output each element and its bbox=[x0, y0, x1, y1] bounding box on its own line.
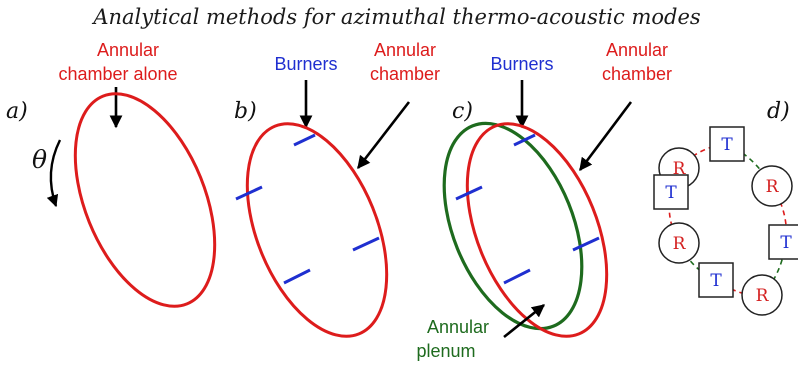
network-node-circle bbox=[751, 165, 793, 207]
annular-plenum-label-line1: Annular bbox=[427, 317, 489, 337]
burner-line bbox=[455, 185, 483, 201]
annular-chamber-ring-b bbox=[245, 122, 389, 338]
network-node-label: T bbox=[721, 135, 733, 155]
annular-chamber-ring-c bbox=[465, 122, 609, 338]
network-node-label: R bbox=[756, 286, 770, 306]
annular-chamber-label-c-line1: Annular bbox=[606, 40, 668, 60]
theta-direction-arrow bbox=[46, 139, 62, 208]
burners-c bbox=[455, 133, 600, 285]
panel-d-letter: d) bbox=[767, 99, 790, 124]
network-node-circle bbox=[658, 222, 700, 264]
burner-line bbox=[235, 185, 263, 201]
annular-plenum-ring bbox=[442, 121, 584, 331]
network-connector bbox=[771, 185, 788, 243]
burners-label-b: Burners bbox=[274, 54, 337, 74]
network-node-label: T bbox=[665, 183, 677, 203]
annular-chamber-label-c-line2: chamber bbox=[602, 64, 672, 84]
annular-plenum-label-line2: plenum bbox=[416, 341, 475, 361]
burner-line bbox=[283, 268, 311, 285]
annular-chamber-label-b-line2: chamber bbox=[370, 64, 440, 84]
annular-chamber-alone-label-line1: Annular bbox=[97, 40, 159, 60]
network-node-label: T bbox=[780, 233, 792, 253]
annular-chamber-alone-label-line2: chamber alone bbox=[58, 64, 177, 84]
network-node-label: R bbox=[766, 177, 780, 197]
network-node-circle bbox=[741, 274, 783, 316]
network-node-square bbox=[709, 126, 745, 162]
network-node-square bbox=[653, 174, 689, 210]
network-node-label: R bbox=[673, 234, 687, 254]
figure-title: Analytical methods for azimuthal thermo-… bbox=[91, 5, 701, 29]
burner-line bbox=[503, 268, 531, 285]
network-node-label: R bbox=[673, 159, 687, 179]
panel-a: a) Annular chamber alone θ bbox=[6, 40, 217, 308]
burner-line bbox=[293, 133, 316, 147]
panel-c: c) Burners Annular chamber Annular plenu… bbox=[416, 40, 672, 361]
chamber-b-arrow bbox=[356, 101, 411, 170]
burner-line bbox=[352, 236, 380, 252]
annular-chamber-ring-a bbox=[73, 92, 217, 308]
panel-c-letter: c) bbox=[452, 99, 473, 124]
network-node-square bbox=[698, 262, 734, 298]
annular-chamber-label-b-line1: Annular bbox=[374, 40, 436, 60]
burners-label-c: Burners bbox=[490, 54, 553, 74]
network-node-label: T bbox=[710, 271, 722, 291]
burners-b bbox=[235, 133, 380, 285]
network-node-square bbox=[768, 224, 798, 260]
theta-symbol: θ bbox=[32, 145, 47, 174]
burner-line bbox=[572, 236, 600, 252]
panel-a-letter: a) bbox=[6, 99, 28, 124]
burner-line bbox=[513, 133, 536, 147]
chamber-c-arrow bbox=[578, 101, 633, 172]
plenum-arrow bbox=[503, 303, 546, 339]
panel-b-letter: b) bbox=[234, 99, 257, 124]
panel-b: b) Burners Annular chamber bbox=[234, 40, 440, 338]
